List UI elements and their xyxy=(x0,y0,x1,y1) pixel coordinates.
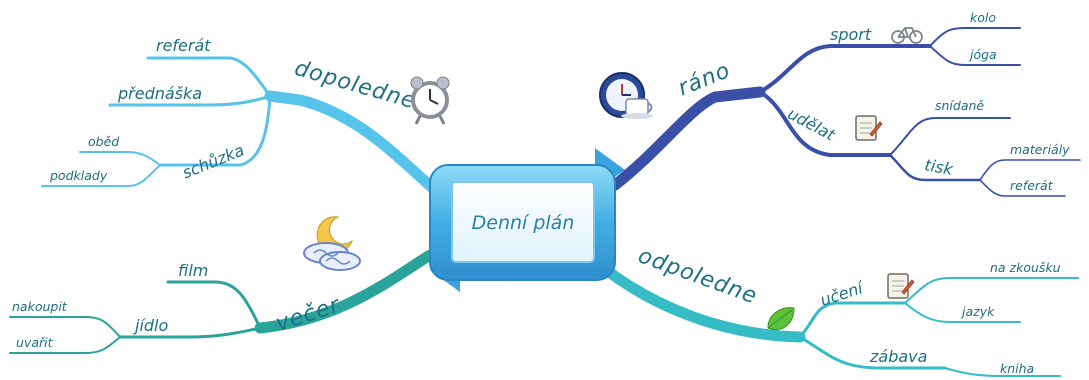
label-kolo[interactable]: kolo xyxy=(970,10,996,25)
connector-jidlo xyxy=(118,326,262,339)
connector-snidane xyxy=(889,117,1011,156)
label-prednaska[interactable]: přednáška xyxy=(117,84,202,103)
connector-podklady xyxy=(41,164,161,187)
label-joga[interactable]: jóga xyxy=(968,47,997,62)
label-udelat[interactable]: udělat xyxy=(785,104,839,145)
label-nakoupit[interactable]: nakoupit xyxy=(12,299,68,314)
label-referat-tisk[interactable]: referát xyxy=(1010,178,1054,193)
label-jidlo[interactable]: jídlo xyxy=(133,316,168,335)
connector-vecer xyxy=(254,249,436,334)
alarm-coffee-icon xyxy=(599,72,653,119)
branch-dopoledne xyxy=(41,56,441,196)
connector-referat xyxy=(146,56,272,98)
alarm-clock-icon xyxy=(410,76,450,125)
label-referat[interactable]: referát xyxy=(156,36,211,55)
connector-uceni xyxy=(798,301,907,339)
moon-clouds-icon xyxy=(303,216,361,271)
branch-rano xyxy=(609,27,1081,197)
label-podklady[interactable]: podklady xyxy=(49,168,108,183)
connector-referat-2 xyxy=(979,179,1066,197)
connector-schuzka xyxy=(158,94,272,167)
label-zabava[interactable]: zábava xyxy=(869,347,927,366)
branch-odpoledne xyxy=(594,259,1079,377)
connector-kolo xyxy=(929,27,1021,47)
connector-dopoledne xyxy=(264,90,441,196)
connector-odpoledne xyxy=(594,259,806,343)
connector-uvarit xyxy=(9,336,121,354)
center-box-inner xyxy=(451,181,595,263)
connector-jazyk xyxy=(904,302,1021,323)
connector-joga xyxy=(929,45,1021,66)
connector-materialy xyxy=(979,159,1081,181)
label-obed[interactable]: oběd xyxy=(88,134,119,149)
label-na-zkousku[interactable]: na zkoušku xyxy=(990,260,1061,275)
label-jazyk[interactable]: jazyk xyxy=(960,304,995,319)
label-sport[interactable]: sport xyxy=(830,25,872,44)
central-node[interactable]: Denní plán xyxy=(429,148,625,292)
notepad-icon xyxy=(887,273,915,299)
label-materialy[interactable]: materiály xyxy=(1010,142,1070,157)
connector-film xyxy=(166,280,262,330)
bicycle-icon xyxy=(891,27,923,44)
connector-sport xyxy=(758,44,932,94)
label-film[interactable]: film xyxy=(178,261,208,280)
notepad-icon xyxy=(855,115,883,141)
label-kniha[interactable]: kniha xyxy=(1000,361,1034,376)
branch-vecer xyxy=(9,249,436,354)
label-snidane[interactable]: snídaně xyxy=(935,98,984,113)
connector-na-zkousku xyxy=(904,277,1079,304)
label-uvarit[interactable]: uvařit xyxy=(16,335,54,350)
connector-udelat xyxy=(758,90,892,157)
leaf-icon xyxy=(767,307,795,330)
label-schuzka[interactable]: schůzka xyxy=(180,140,247,182)
connector-rano xyxy=(609,86,766,191)
connector-obed xyxy=(79,151,161,166)
label-tisk[interactable]: tisk xyxy=(923,155,955,179)
label-vecer[interactable]: večer xyxy=(273,292,345,337)
connector-prednaska xyxy=(108,94,272,107)
connector-tisk xyxy=(888,153,982,182)
label-uceni[interactable]: učení xyxy=(818,277,868,309)
connector-zabava xyxy=(798,335,947,370)
center-title: Denní plán xyxy=(472,212,575,234)
connector-kniha xyxy=(944,367,1061,377)
connector-nakoupit xyxy=(9,316,121,338)
